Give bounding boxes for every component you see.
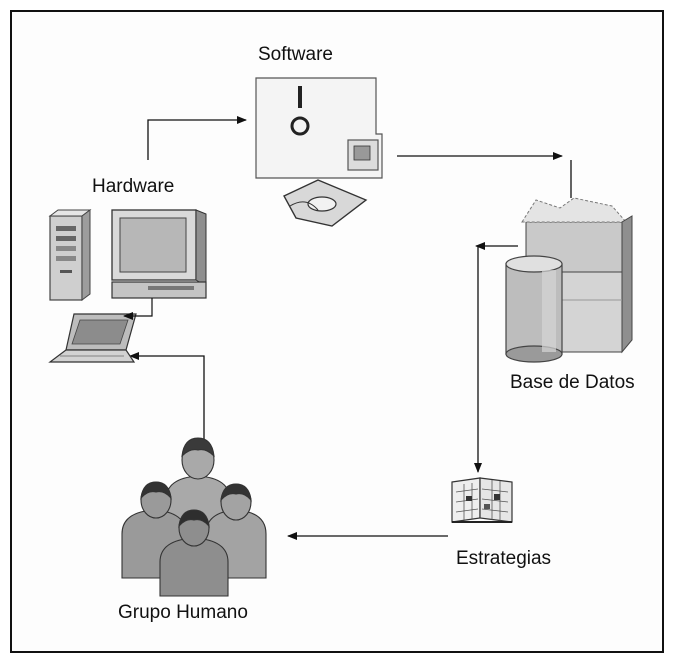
computer-icon (48, 209, 207, 363)
database-icon (505, 197, 633, 363)
edge-hardware-software (147, 116, 247, 160)
edge-software-database (397, 152, 572, 198)
edge-people-hardware (129, 352, 205, 440)
node-label-hardware: Hardware (92, 176, 175, 197)
edge-database-strategies (474, 242, 518, 473)
node-label-people: Grupo Humano (118, 602, 248, 623)
node-label-strategies: Estrategias (456, 548, 552, 569)
people-group-icon (121, 437, 267, 597)
node-label-database: Base de Datos (510, 372, 635, 393)
node-label-software: Software (258, 44, 333, 65)
floppy-disk-icon (255, 77, 383, 227)
planner-icon (451, 477, 513, 523)
